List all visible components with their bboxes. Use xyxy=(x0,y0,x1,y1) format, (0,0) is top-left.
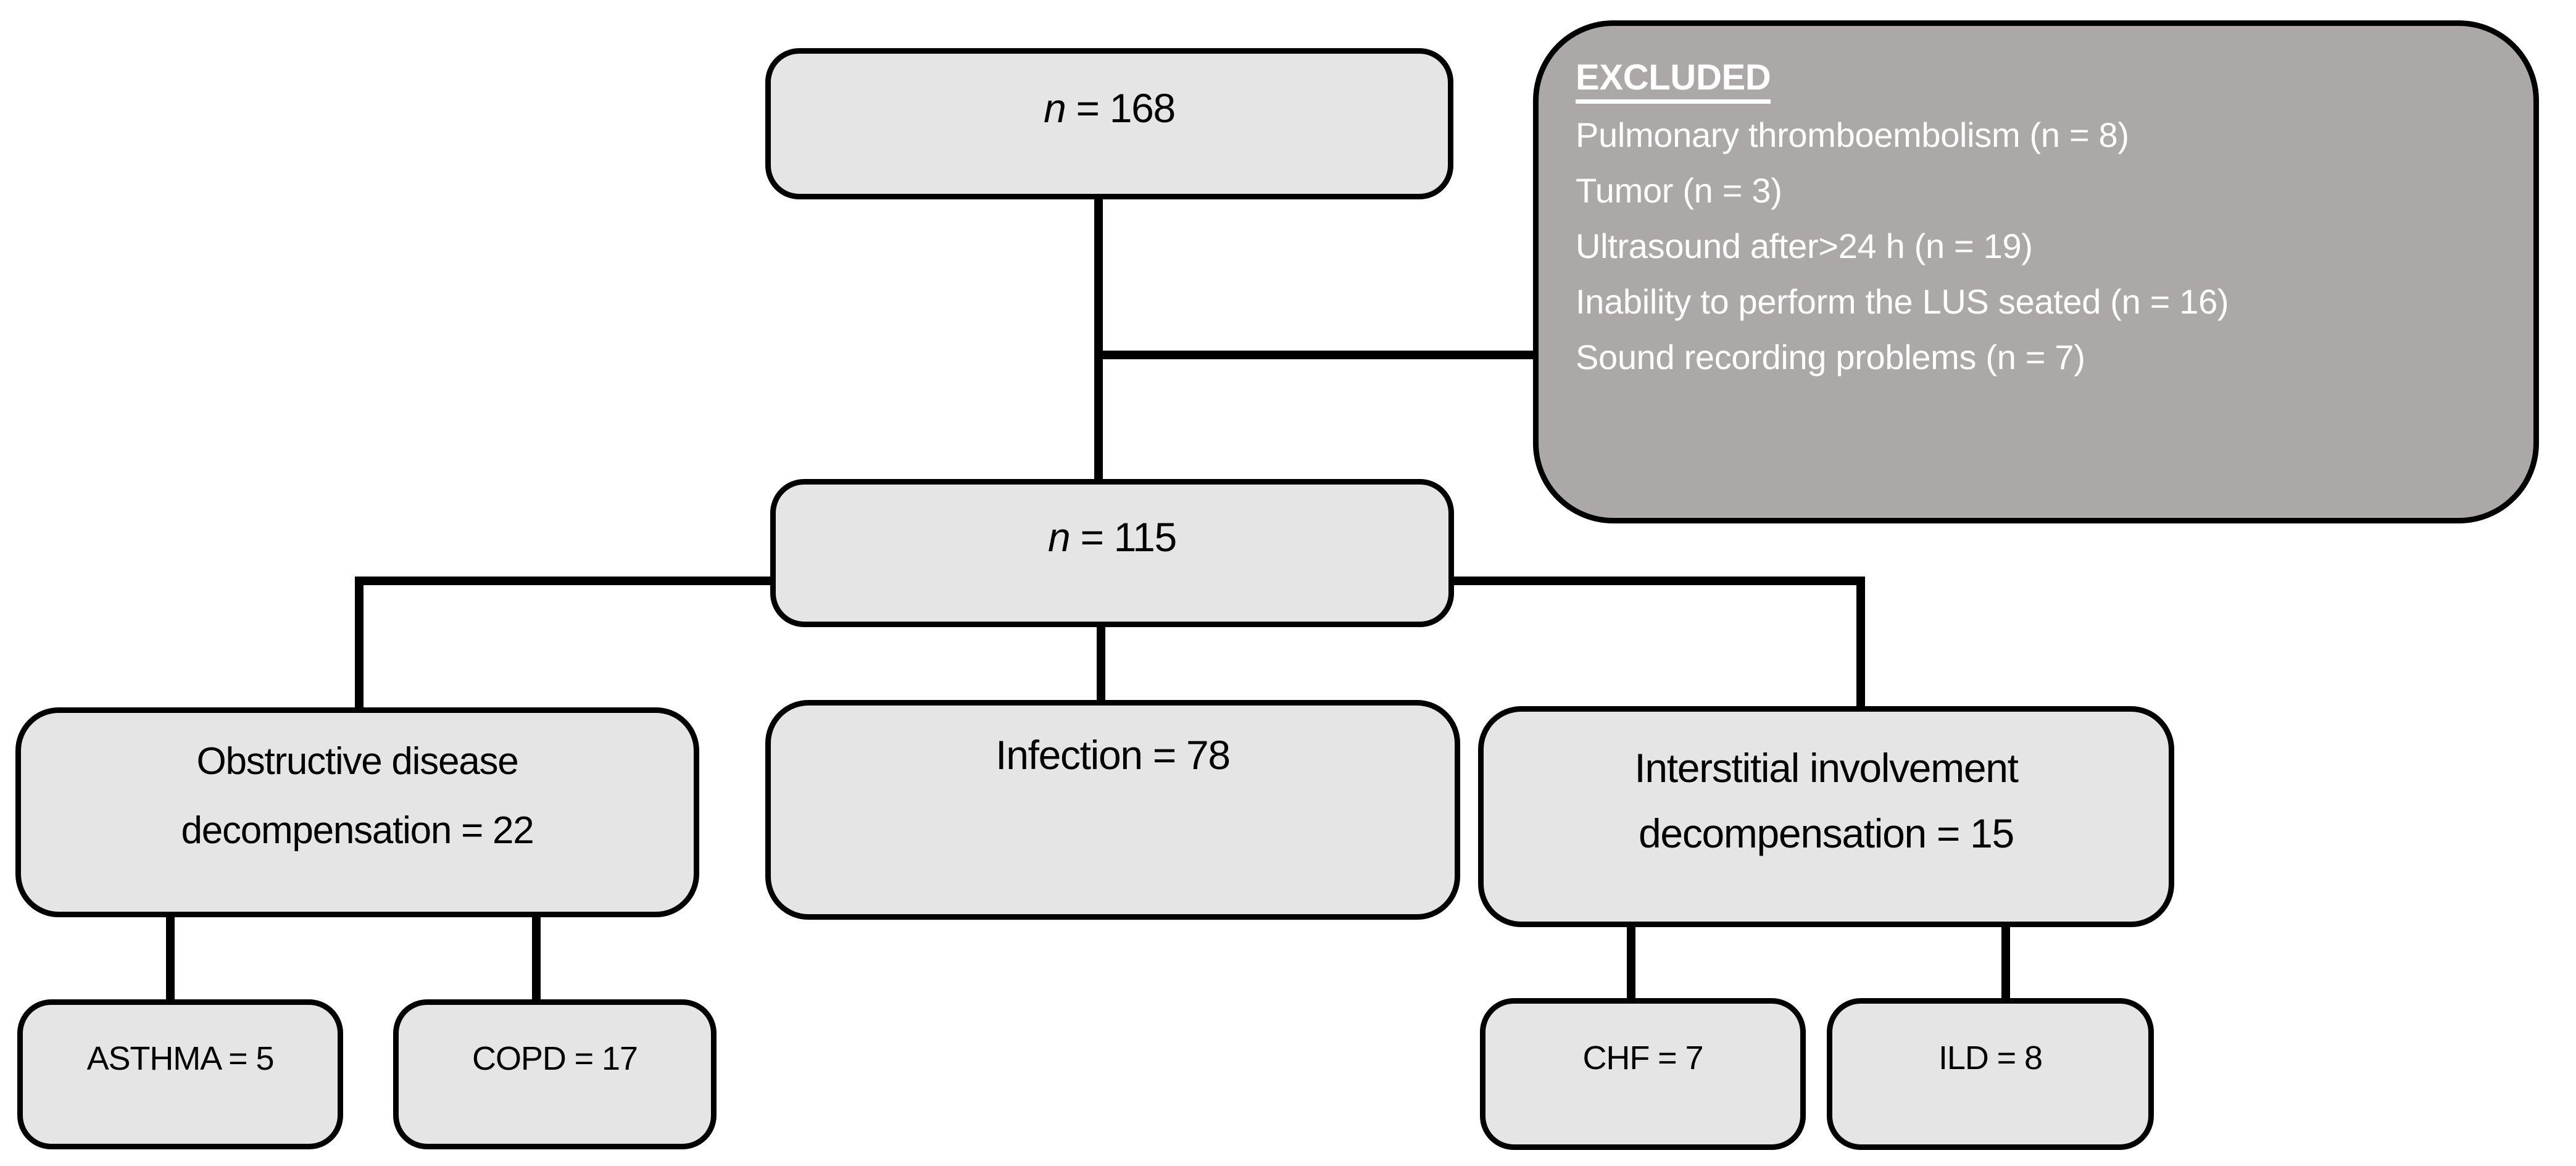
node-asthma-label: ASTHMA = 5 xyxy=(86,1039,275,1077)
n-symbol: n xyxy=(1044,85,1066,131)
connector-obstructive-vertical xyxy=(355,577,364,710)
node-included: n = 115 xyxy=(770,479,1454,627)
connector-asthma-vertical xyxy=(166,914,175,1001)
excluded-box: EXCLUDED Pulmonary thromboembolism (n = … xyxy=(1533,20,2539,523)
excluded-item: Tumor (n = 3) xyxy=(1576,171,1782,210)
excluded-item: Sound recording problems (n = 7) xyxy=(1576,338,2085,377)
node-asthma: ASTHMA = 5 xyxy=(17,999,343,1149)
excluded-list: Pulmonary thromboembolism (n = 8) Tumor … xyxy=(1576,107,2496,385)
connector-included-left-horizontal xyxy=(355,577,775,585)
node-included-label: n = 115 xyxy=(1048,514,1177,560)
excluded-item: Pulmonary thromboembolism (n = 8) xyxy=(1576,115,2129,154)
connector-branch-to-excluded xyxy=(1099,351,1533,359)
connector-infection-vertical xyxy=(1097,623,1105,704)
connector-copd-vertical xyxy=(532,914,541,1001)
excluded-item: Ultrasound after>24 h (n = 19) xyxy=(1576,227,2033,265)
connector-interstitial-vertical xyxy=(1856,577,1865,709)
node-interstitial-involvement: Interstitial involvement decompensation … xyxy=(1478,706,2174,927)
node-ild: ILD = 8 xyxy=(1827,998,2154,1150)
excluded-title: EXCLUDED xyxy=(1576,52,2496,104)
node-chf-label: CHF = 7 xyxy=(1582,1039,1704,1076)
node-obstructive-label: Obstructive disease decompensation = 22 xyxy=(181,740,534,852)
node-ild-label: ILD = 8 xyxy=(1938,1039,2043,1076)
node-total-enrolled: n = 168 xyxy=(765,48,1453,199)
connector-ild-vertical xyxy=(2001,922,2010,1000)
node-obstructive-disease: Obstructive disease decompensation = 22 xyxy=(15,707,699,917)
node-copd: COPD = 17 xyxy=(393,999,717,1149)
connector-chf-vertical xyxy=(1627,922,1635,1000)
connector-included-right-horizontal xyxy=(1450,577,1865,585)
connector-total-to-included xyxy=(1094,196,1103,481)
node-interstitial-label: Interstitial involvement decompensation … xyxy=(1634,745,2019,856)
n-symbol: n xyxy=(1048,514,1071,560)
node-total-label: n = 168 xyxy=(1044,85,1176,131)
node-copd-label: COPD = 17 xyxy=(472,1039,638,1077)
node-chf: CHF = 7 xyxy=(1480,998,1806,1150)
node-infection: Infection = 78 xyxy=(765,700,1460,920)
node-infection-label: Infection = 78 xyxy=(995,732,1231,778)
excluded-item: Inability to perform the LUS seated (n =… xyxy=(1576,282,2229,321)
